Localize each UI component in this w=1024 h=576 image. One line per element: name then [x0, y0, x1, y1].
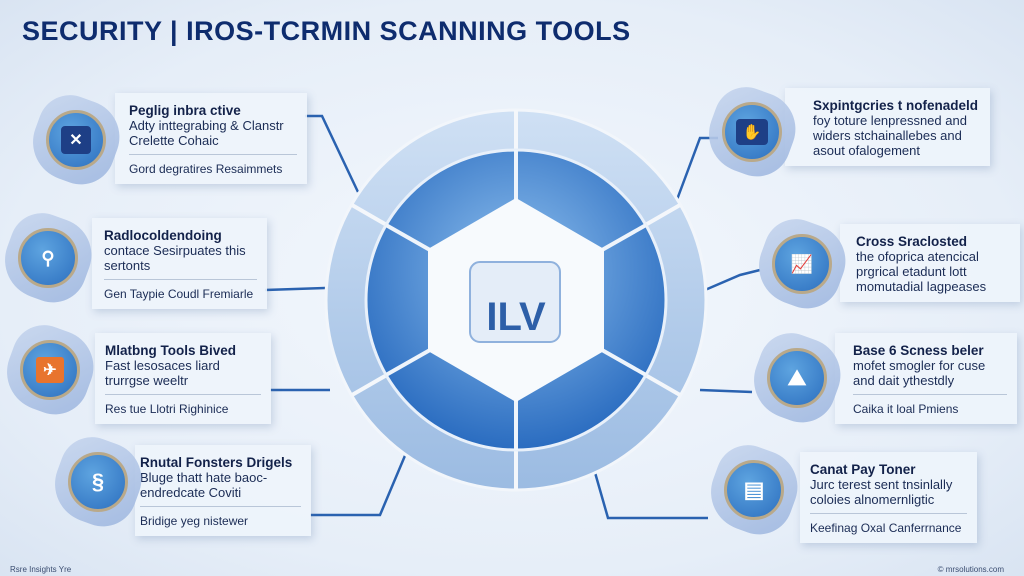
card-heading: Peglig inbra ctive: [129, 103, 241, 118]
feature-card: Cross Sraclosted the ofoprica atencical …: [840, 224, 1020, 302]
card-heading: Cross Sraclosted: [856, 234, 968, 249]
plane-badge-icon: ✈: [0, 316, 104, 424]
card-footer: Res tue Llotri Righinice: [105, 394, 261, 416]
card-heading: Sxpintgcries t nofenadeld: [813, 98, 979, 113]
card-description: foy toture lenpressned and widers stchai…: [813, 113, 967, 158]
feature-card: Peglig inbra ctive Adty inttegrabing & C…: [115, 93, 307, 184]
card-description: Bluge thatt hate baoc- endredcate Coviti: [140, 470, 268, 500]
page-title: SECURITY | IROS-TCRMIN SCANNING TOOLS: [22, 16, 631, 46]
card-heading: Base 6 Scness beler: [853, 343, 984, 358]
feature-card: Sxpintgcries t nofenadeld foy toture len…: [785, 88, 990, 166]
footer-right: © mrsolutions.com: [937, 565, 1004, 574]
card-description: Jurc terest sent tnsinlally coloies alno…: [810, 477, 953, 507]
feature-card: Base 6 Scness beler mofet smogler for cu…: [835, 333, 1017, 424]
shield-x-icon: ✕: [22, 86, 130, 194]
document-icon: ▤: [700, 436, 808, 544]
center-logo: ILV: [486, 295, 546, 339]
graph-icon: 📈: [748, 210, 856, 318]
card-description: Fast lesosaces liard trurrgse weeltr: [105, 358, 220, 388]
card-description: contace Sesirpuates this sertonts: [104, 243, 246, 273]
feature-card: Rnutal Fonsters Drigels Bluge thatt hate…: [135, 445, 311, 536]
cloud-swirl-icon: §: [44, 428, 152, 536]
feature-card: Canat Pay Toner Jurc terest sent tnsinla…: [800, 452, 977, 543]
card-footer: Gord degratires Resaimmets: [129, 154, 297, 176]
card-heading: Radlocoldendoing: [104, 228, 222, 243]
feature-card: Radlocoldendoing contace Sesirpuates thi…: [92, 218, 267, 309]
card-heading: Canat Pay Toner: [810, 462, 916, 477]
card-footer: Caika it loal Pmiens: [853, 394, 1007, 416]
card-description: mofet smogler for cuse and dait ythestdl…: [853, 358, 986, 388]
card-description: Adty inttegrabing & Clanstr Crelette Coh…: [129, 118, 284, 148]
footer-left: Rsre Insights Yre: [10, 565, 72, 574]
microscope-icon: ⚲: [0, 204, 102, 312]
card-footer: Gen Taypie Coudl Fremiarle: [104, 279, 257, 301]
feature-card: Mlatbng Tools Bived Fast lesosaces liard…: [95, 333, 271, 424]
card-footer: Keefinag Oxal Canferrnance: [810, 513, 967, 535]
card-heading: Mlatbng Tools Bived: [105, 343, 236, 358]
card-heading: Rnutal Fonsters Drigels: [140, 455, 293, 470]
card-footer: Bridige yeg nistewer: [140, 506, 301, 528]
tool-hand-icon: ✋: [698, 78, 806, 186]
card-description: the ofoprica atencical prgrical etadunt …: [856, 249, 987, 294]
map-icon: ⛰: [743, 324, 851, 432]
